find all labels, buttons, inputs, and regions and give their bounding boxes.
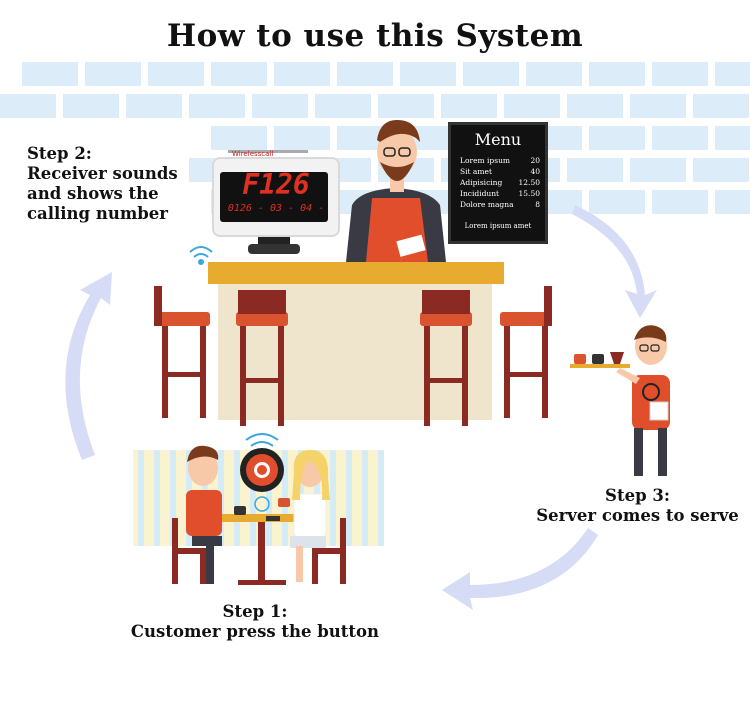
bar-stools — [154, 286, 552, 426]
curtain-stripe — [138, 450, 144, 546]
arrow-step3-to-step1 — [442, 528, 598, 610]
brick — [400, 62, 456, 86]
arrow-step1-to-step2 — [65, 272, 112, 460]
bartender — [346, 120, 446, 262]
brick — [211, 126, 267, 150]
brick — [22, 62, 78, 86]
step-1-line-1: Customer press the button — [130, 622, 380, 641]
receiver-screen — [220, 172, 328, 222]
stool-3 — [420, 290, 472, 426]
brick — [630, 94, 686, 118]
server-waiter — [570, 325, 670, 476]
step-2-heading: Step 2: — [27, 144, 92, 163]
brick — [715, 62, 750, 86]
curtain-stripe — [266, 450, 272, 546]
brick — [652, 190, 708, 214]
curtain-stripe — [250, 450, 256, 546]
brick — [378, 94, 434, 118]
brick — [715, 126, 750, 150]
brick — [652, 62, 708, 86]
brick — [315, 94, 371, 118]
receiver-number: F126 — [242, 168, 310, 201]
step-3-label: Step 3: Server comes to serve — [530, 486, 745, 526]
brick — [337, 62, 393, 86]
menu-title: Menu — [474, 130, 522, 149]
brick — [189, 94, 245, 118]
brick — [630, 158, 686, 182]
receiver-brand: Wirelesscall — [232, 150, 274, 158]
brick — [504, 94, 560, 118]
brick — [274, 62, 330, 86]
brick — [589, 126, 645, 150]
cycle-arrows — [65, 205, 657, 610]
brick — [274, 126, 330, 150]
curtain-stripe — [330, 450, 336, 546]
brick — [715, 190, 750, 214]
step-2-line-1: Receiver sounds — [27, 164, 178, 183]
bar-counter — [208, 262, 504, 420]
curtain-stripe — [362, 450, 368, 546]
step-3-heading: Step 3: — [605, 486, 670, 505]
receiver-datetime: 0126 - 03 - 04 - — [227, 203, 325, 214]
curtain-stripe — [378, 450, 384, 546]
curtain-stripe — [346, 450, 352, 546]
arrow-step2-to-step3 — [572, 205, 657, 318]
step-2-label: Step 2: Receiver sounds and shows the ca… — [27, 144, 178, 224]
brick — [693, 158, 749, 182]
page-title: How to use this System — [166, 18, 584, 54]
brick — [441, 94, 497, 118]
brick — [252, 94, 308, 118]
brick — [463, 62, 519, 86]
brick — [211, 62, 267, 86]
wifi-icon — [189, 246, 213, 265]
brick — [148, 62, 204, 86]
step-2-line-3: calling number — [27, 204, 168, 223]
stool-4 — [500, 286, 552, 418]
brick — [526, 62, 582, 86]
step-3-line-1: Server comes to serve — [536, 506, 739, 525]
brick — [567, 158, 623, 182]
cup-icon — [574, 354, 586, 364]
customer-scene — [133, 433, 384, 585]
brick — [126, 94, 182, 118]
phone-icon — [266, 516, 280, 521]
brick — [567, 94, 623, 118]
brick — [0, 94, 56, 118]
step-1-label: Step 1: Customer press the button — [110, 602, 400, 642]
menu-footer: Lorem ipsum amet — [464, 222, 532, 230]
curtain-stripe — [234, 450, 240, 546]
receiver-antenna — [228, 150, 308, 153]
brick — [589, 190, 645, 214]
step-1-heading: Step 1: — [222, 602, 288, 621]
brick — [63, 94, 119, 118]
brick — [589, 62, 645, 86]
stool-1 — [154, 286, 210, 418]
brick — [652, 126, 708, 150]
curtain-stripe — [154, 450, 160, 546]
curtain-stripe — [170, 450, 176, 546]
step-2-line-2: and shows the — [27, 184, 159, 203]
menu-board — [448, 122, 548, 244]
brick — [693, 94, 749, 118]
stool-2 — [236, 290, 288, 426]
brick — [85, 62, 141, 86]
